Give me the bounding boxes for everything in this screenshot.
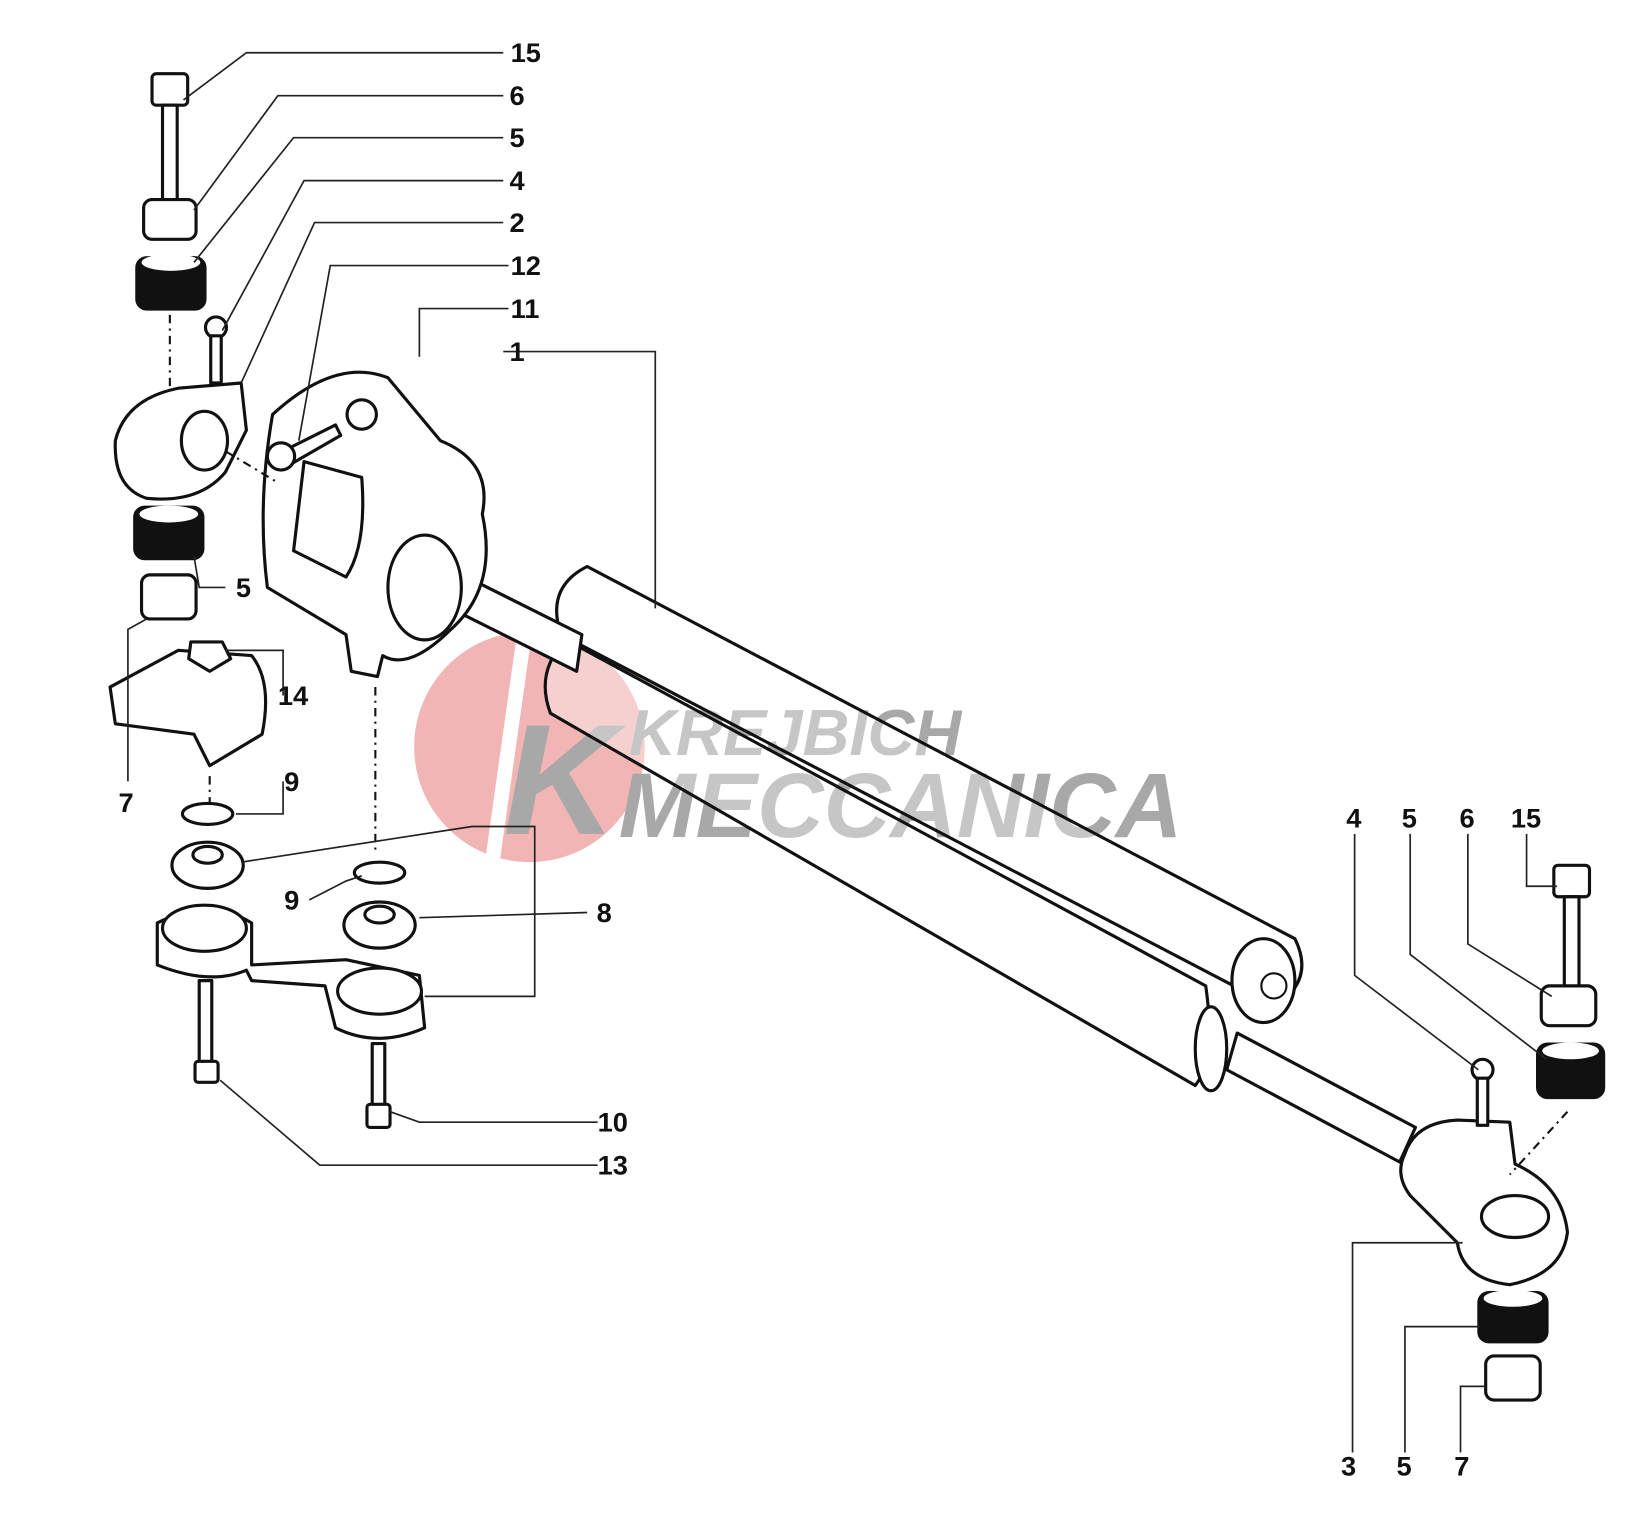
callout-1: 1 — [510, 336, 525, 367]
callout-6: 6 — [1459, 803, 1474, 834]
callout-4: 4 — [1346, 803, 1362, 834]
watermark-logo: K KREJBICH MECCANICA — [414, 629, 1183, 871]
damper-cylinder — [543, 564, 1304, 1093]
left-bracket — [261, 370, 488, 679]
leader-lines — [127, 51, 1557, 1453]
callout-8: 8 — [597, 897, 612, 928]
screw-12 — [265, 423, 343, 472]
screw-10 — [365, 1041, 392, 1129]
callout-7: 7 — [118, 787, 133, 818]
callout-13: 13 — [598, 1150, 628, 1181]
frame-section — [108, 640, 268, 768]
callout-5: 5 — [510, 122, 525, 153]
spacer-6-left — [142, 197, 198, 241]
callout-5: 5 — [1402, 803, 1417, 834]
callout-15: 15 — [511, 37, 541, 68]
bolt-15-left — [150, 72, 190, 202]
callout-7: 7 — [1454, 1451, 1469, 1482]
screw-4-left — [203, 315, 229, 385]
sleeve-7-right — [1484, 1354, 1542, 1402]
bushing-5-left-bottom — [133, 505, 205, 561]
callout-2: 2 — [510, 207, 525, 238]
callout-4: 4 — [510, 165, 526, 196]
callout-14: 14 — [278, 680, 309, 711]
bushing-8-left — [170, 840, 245, 890]
bushing-5-left-top — [135, 254, 207, 311]
callout-15: 15 — [1511, 803, 1541, 834]
callout-labels: 15 6 5 4 2 12 11 1 5 14 7 9 9 8 10 13 4 … — [118, 37, 1541, 1481]
screw-13 — [193, 979, 220, 1084]
spacer-6-right — [1539, 984, 1598, 1028]
callout-11: 11 — [511, 293, 540, 324]
callout-9: 9 — [284, 884, 299, 915]
callout-12: 12 — [511, 250, 541, 281]
mounting-plate — [155, 903, 427, 1040]
callout-5: 5 — [1397, 1451, 1412, 1482]
watermark-line2: MECCANICA — [619, 753, 1183, 857]
left-rod-end — [113, 381, 279, 501]
callout-6: 6 — [510, 80, 525, 111]
bushing-8-right — [342, 900, 417, 950]
callout-9: 9 — [284, 766, 299, 797]
sleeve-7-left — [139, 573, 198, 621]
bolt-15-right — [1552, 863, 1592, 993]
washer-9-right — [352, 860, 407, 885]
callout-5: 5 — [236, 572, 251, 603]
callout-3: 3 — [1341, 1451, 1356, 1482]
bushing-5-right-top — [1536, 1042, 1606, 1100]
screw-4-right — [1470, 1057, 1495, 1127]
right-rod-end — [1399, 1118, 1570, 1287]
washer-9-left — [180, 801, 235, 826]
callout-10: 10 — [598, 1107, 628, 1138]
bushing-5-right-bottom — [1477, 1289, 1549, 1344]
